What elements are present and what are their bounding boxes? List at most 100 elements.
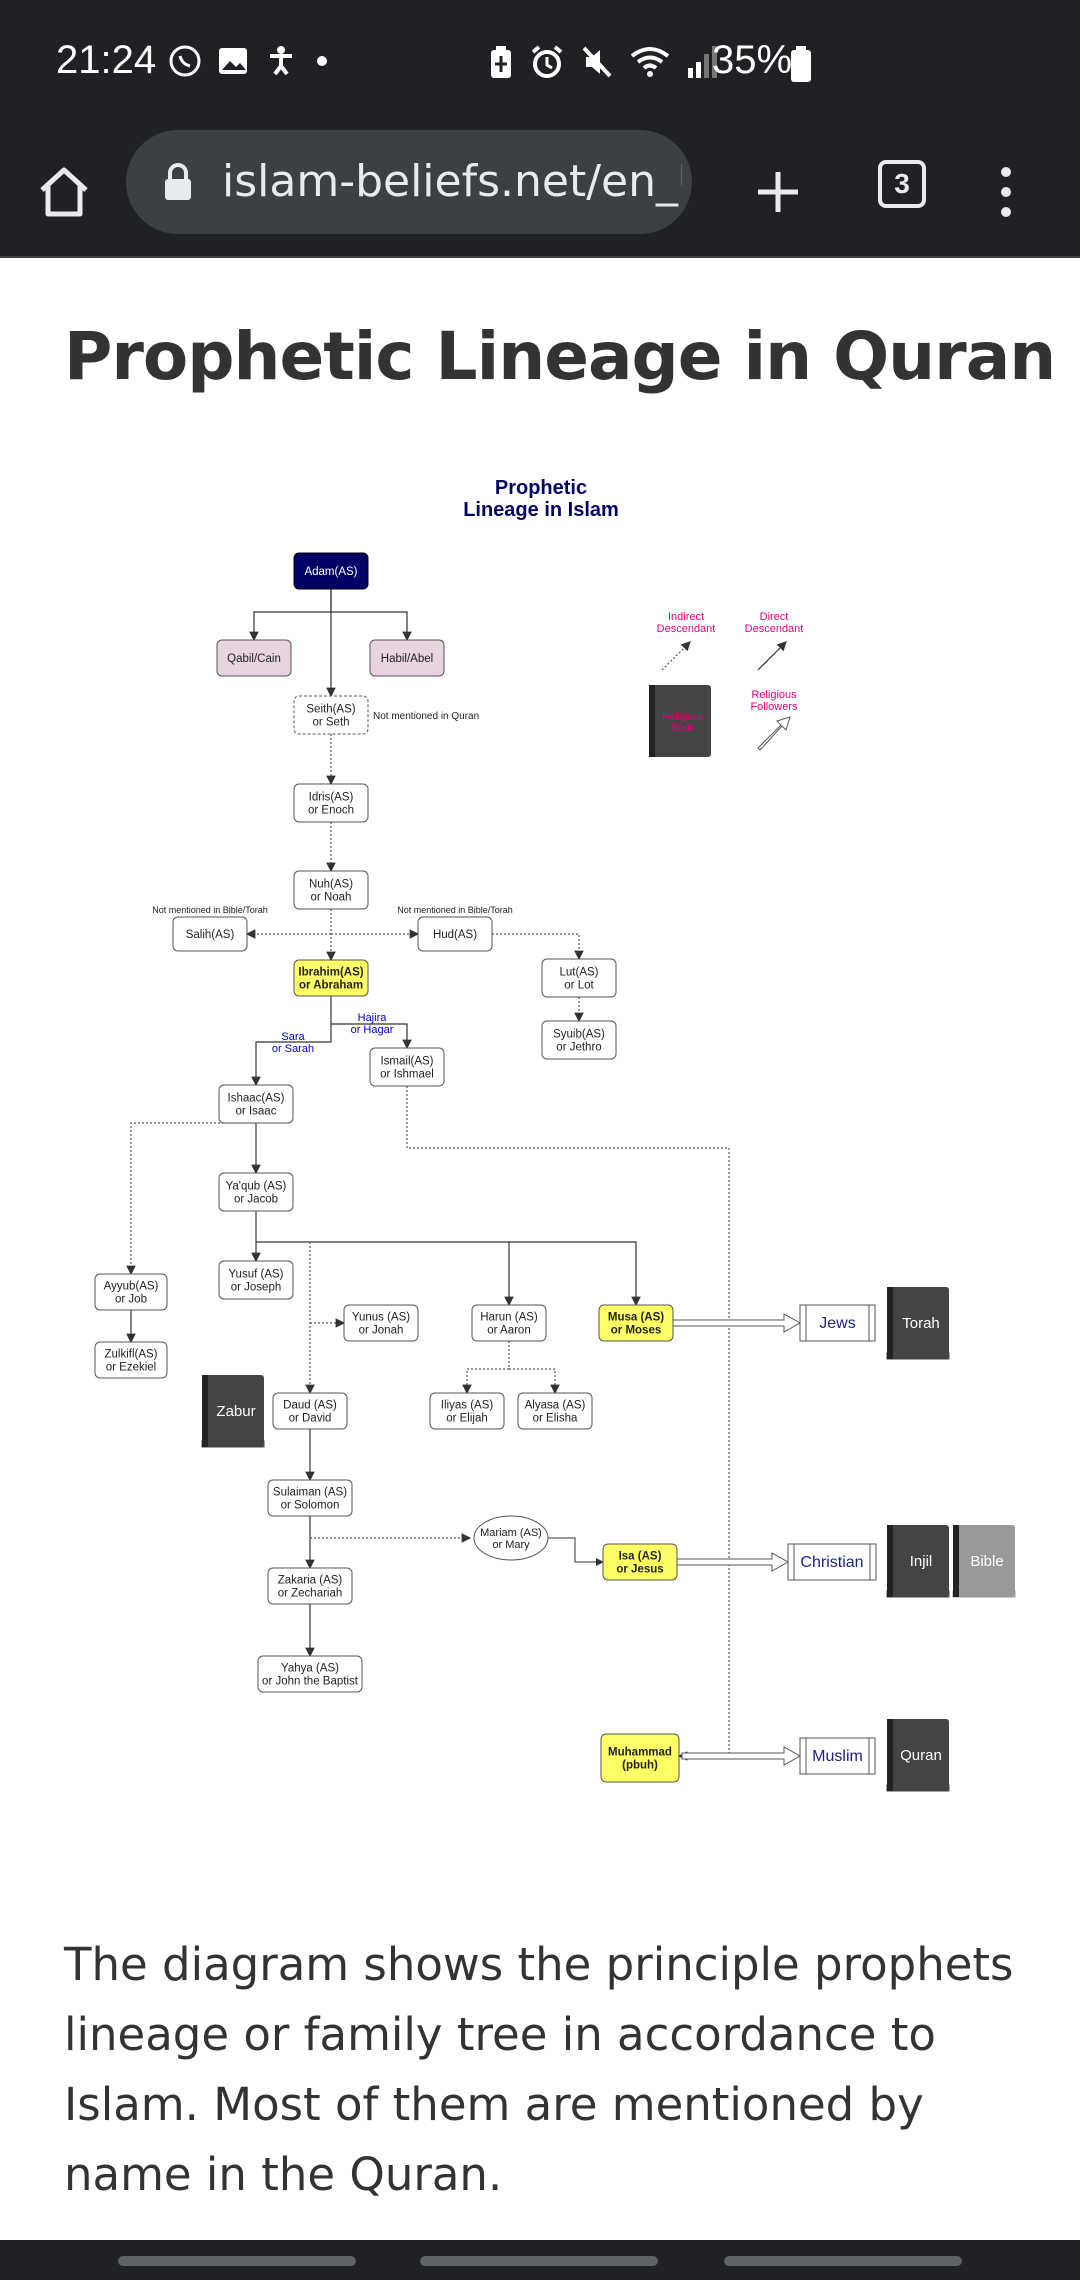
home-icon [40, 167, 88, 217]
home-button[interactable] [24, 152, 104, 232]
gallery-icon [219, 48, 247, 74]
node-box [218, 1260, 294, 1300]
battery-percent: 35% [712, 38, 793, 82]
book-label: Torah [902, 1315, 940, 1332]
note-hud: Not mentioned in Bible/Torah [397, 905, 513, 915]
node-label: Ismail(AS)or Ishmael [380, 1056, 434, 1081]
plus-icon [758, 172, 798, 212]
edge [462, 1341, 510, 1395]
accessibility-icon [270, 46, 292, 76]
battery-icon [791, 46, 811, 82]
node-box [293, 695, 369, 735]
new-tab-button[interactable] [738, 152, 818, 232]
node-box [293, 870, 369, 910]
node-hud: Hud(AS) [417, 916, 493, 952]
node-box [600, 1733, 680, 1783]
url-text: islam-beliefs.net/en_U [222, 156, 682, 207]
status-time: 21:24 [56, 38, 157, 82]
legend-direct-arrow [757, 641, 787, 671]
node-yusuf: Yusuf (AS)or Joseph [218, 1260, 294, 1300]
node-label: Muhammad(pbuh) [608, 1747, 672, 1772]
gesture-nav-bar [0, 2240, 1080, 2280]
more-vert-icon [1001, 167, 1011, 217]
edge [492, 933, 584, 961]
follower-muslim: Muslim [799, 1737, 876, 1775]
dot-icon [317, 56, 327, 66]
node-box [94, 1273, 168, 1311]
node-box [369, 1047, 445, 1087]
book-label: Bible [970, 1553, 1003, 1570]
node-habil: Habil/Abel [369, 639, 445, 677]
node-label: Idris(AS)or Enoch [308, 792, 354, 817]
node-label: Ayyub(AS)or Job [104, 1281, 159, 1306]
node-harun: Harun (AS)or Aaron [471, 1304, 547, 1342]
node-mariam: Mariam (AS)or Mary [473, 1515, 549, 1561]
mute-icon [582, 46, 612, 78]
node-ayyub: Ayyub(AS)or Job [94, 1273, 168, 1311]
node-label: Zakaria (AS)or Zechariah [278, 1575, 343, 1600]
node-idris: Idris(AS)or Enoch [293, 783, 369, 823]
follower-label: Christian [800, 1554, 863, 1571]
node-lut: Lut(AS)or Lot [541, 958, 617, 998]
node-label: Ya'qub (AS)or Jacob [226, 1181, 287, 1206]
menu-button[interactable] [966, 152, 1046, 232]
node-label: Sulaiman (AS)or Solomon [273, 1487, 347, 1512]
node-box [541, 958, 617, 998]
node-label: Hud(AS) [433, 929, 477, 941]
node-box [216, 639, 292, 677]
wifi-icon [630, 47, 670, 77]
nav-pill-left [118, 2256, 356, 2266]
url-bar[interactable]: islam-beliefs.net/en_U [126, 130, 692, 234]
legend-indirect-arrow [661, 641, 691, 671]
node-qabil: Qabil/Cain [216, 639, 292, 677]
lock-icon [165, 163, 191, 200]
node-label: Ishaac(AS)or Isaac [228, 1093, 285, 1118]
node-musa: Musa (AS)or Moses [598, 1304, 674, 1342]
node-label: Iliyas (AS)or Elijah [441, 1400, 494, 1425]
node-label: Adam(AS) [304, 566, 357, 578]
node-label: Zulkifl(AS)or Ezekiel [104, 1349, 157, 1374]
description-paragraph: The diagram shows the principle prophets… [64, 1938, 1014, 2201]
node-box [471, 1304, 547, 1342]
follower-jews: Jews [799, 1304, 876, 1342]
node-box [517, 1392, 593, 1430]
follower-box [799, 1304, 876, 1342]
tab-switcher-button[interactable]: 3 [878, 160, 926, 208]
node-ismail: Ismail(AS)or Ishmael [369, 1047, 445, 1087]
node-salih: Salih(AS) [172, 916, 248, 952]
legend-hollow-arrow [757, 716, 791, 751]
node-box [293, 783, 369, 823]
node-box [293, 552, 369, 590]
node-yahya: Yahya (AS)or John the Baptist [257, 1655, 363, 1693]
node-label: Musa (AS)or Moses [608, 1312, 664, 1337]
book-bible: Bible [953, 1525, 1015, 1597]
note-salih: Not mentioned in Bible/Torah [152, 905, 268, 915]
book-cover [887, 1287, 949, 1359]
book-cover [887, 1525, 949, 1597]
node-label: Qabil/Cain [227, 653, 281, 665]
edge [126, 1122, 256, 1276]
battery-saver-icon [491, 46, 511, 78]
signal-icon [688, 46, 717, 78]
node-box [267, 1567, 353, 1605]
node-box [257, 1655, 363, 1693]
node-box [429, 1392, 505, 1430]
node-yunus: Yunus (AS)or Jonah [343, 1304, 419, 1342]
node-label: Nuh(AS)or Noah [309, 879, 353, 904]
node-sulaiman: Sulaiman (AS)or Solomon [267, 1479, 353, 1517]
follower-label: Muslim [812, 1748, 863, 1765]
note-seth: Not mentioned in Quran [373, 711, 479, 722]
book-quran: Quran [887, 1719, 949, 1791]
node-muhammad: Muhammad(pbuh) [600, 1733, 680, 1783]
status-bar: 21:24 35% [0, 0, 1080, 128]
node-syuib: Syuib(AS)or Jethro [541, 1020, 617, 1060]
follower-christian: Christian [787, 1543, 877, 1581]
node-label: Salih(AS) [186, 929, 235, 941]
follower-label: Jews [819, 1315, 855, 1332]
node-box [369, 639, 445, 677]
node-daud: Daud (AS)or David [272, 1392, 348, 1430]
